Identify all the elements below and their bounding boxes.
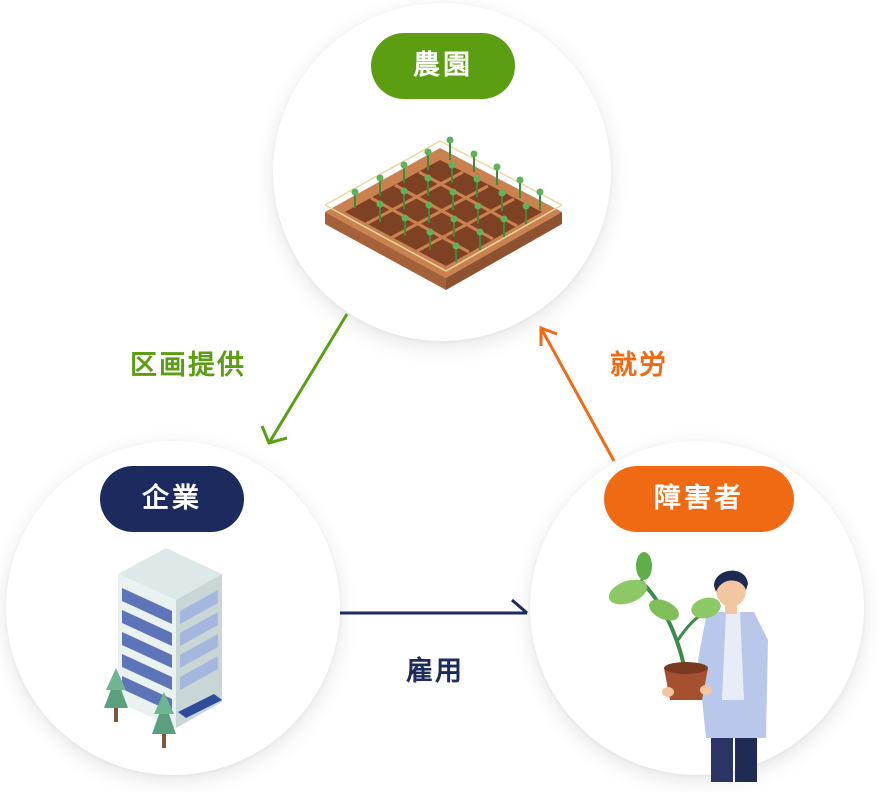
farm-node-label: 農園 bbox=[371, 33, 515, 99]
arrow-company-to-person bbox=[340, 598, 528, 615]
arrow-farm-to-company bbox=[260, 313, 349, 445]
arrow-person-to-farm bbox=[539, 325, 616, 462]
edge-label-hiring: 雇用 bbox=[406, 656, 464, 687]
edge-label-plot-provision: 区画提供 bbox=[130, 350, 246, 381]
edge-label-employment-work: 就労 bbox=[610, 350, 668, 381]
company-node-label: 企業 bbox=[100, 466, 244, 532]
person-node-label: 障害者 bbox=[604, 466, 794, 532]
